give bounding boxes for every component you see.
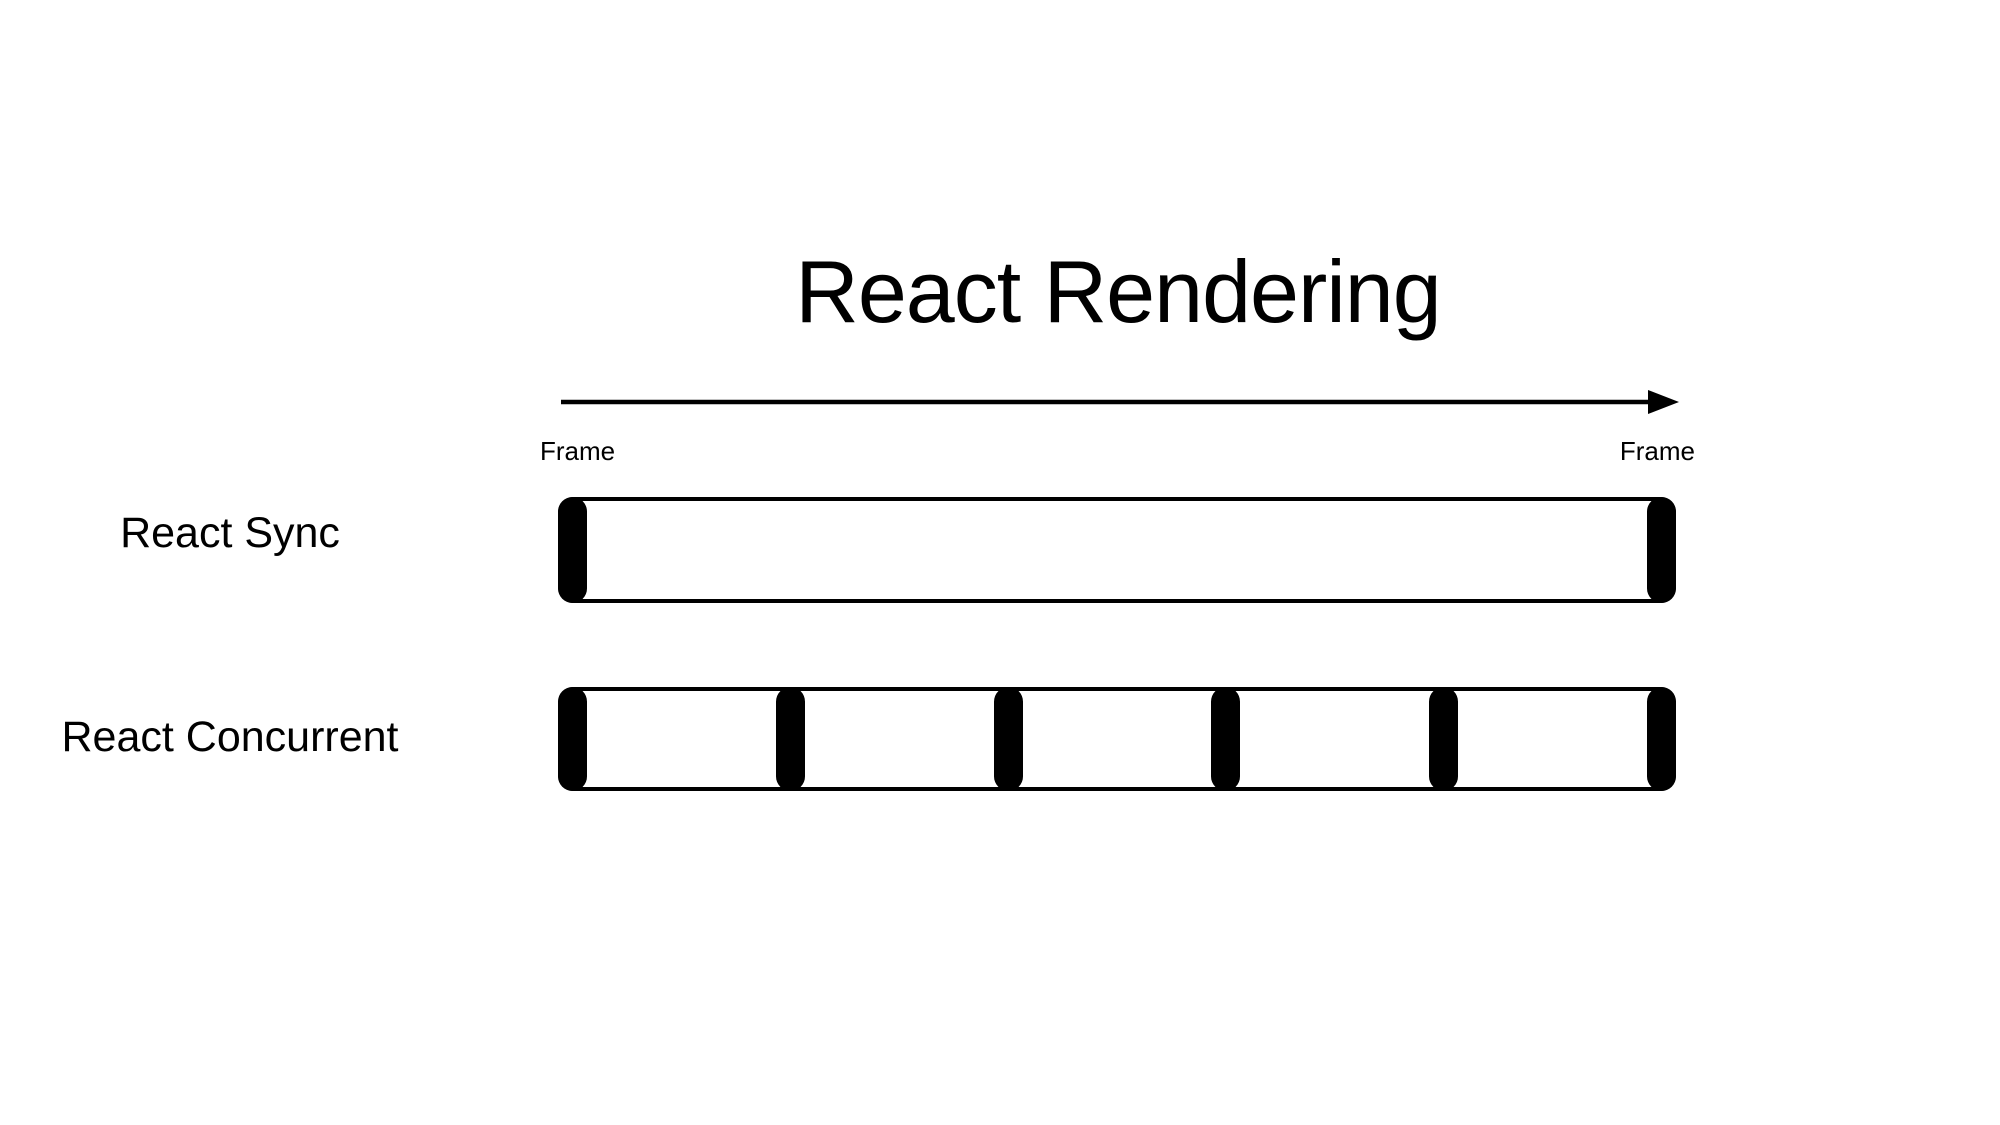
render-work-marker: [1647, 497, 1676, 603]
render-work-marker: [993, 687, 1023, 791]
render-work-marker: [1211, 687, 1241, 791]
react-sync-timeline-bar: [558, 497, 1676, 603]
time-axis-arrow: [561, 390, 1679, 414]
render-work-marker: [558, 687, 587, 791]
render-work-marker: [1429, 687, 1459, 791]
react-concurrent-markers: [558, 687, 1676, 791]
render-work-marker: [558, 497, 587, 603]
row-label-react-sync: React Sync: [120, 509, 340, 557]
render-work-marker: [775, 687, 805, 791]
react-concurrent-timeline-bar: [558, 687, 1676, 791]
react-sync-markers: [558, 497, 1676, 603]
diagram-title: React Rendering: [795, 242, 1441, 341]
frame-label-start: Frame: [540, 436, 616, 466]
arrowhead-icon: [1648, 390, 1679, 414]
row-label-react-concurrent: React Concurrent: [61, 713, 399, 761]
render-work-marker: [1646, 687, 1676, 791]
frame-label-end: Frame: [1619, 436, 1695, 466]
